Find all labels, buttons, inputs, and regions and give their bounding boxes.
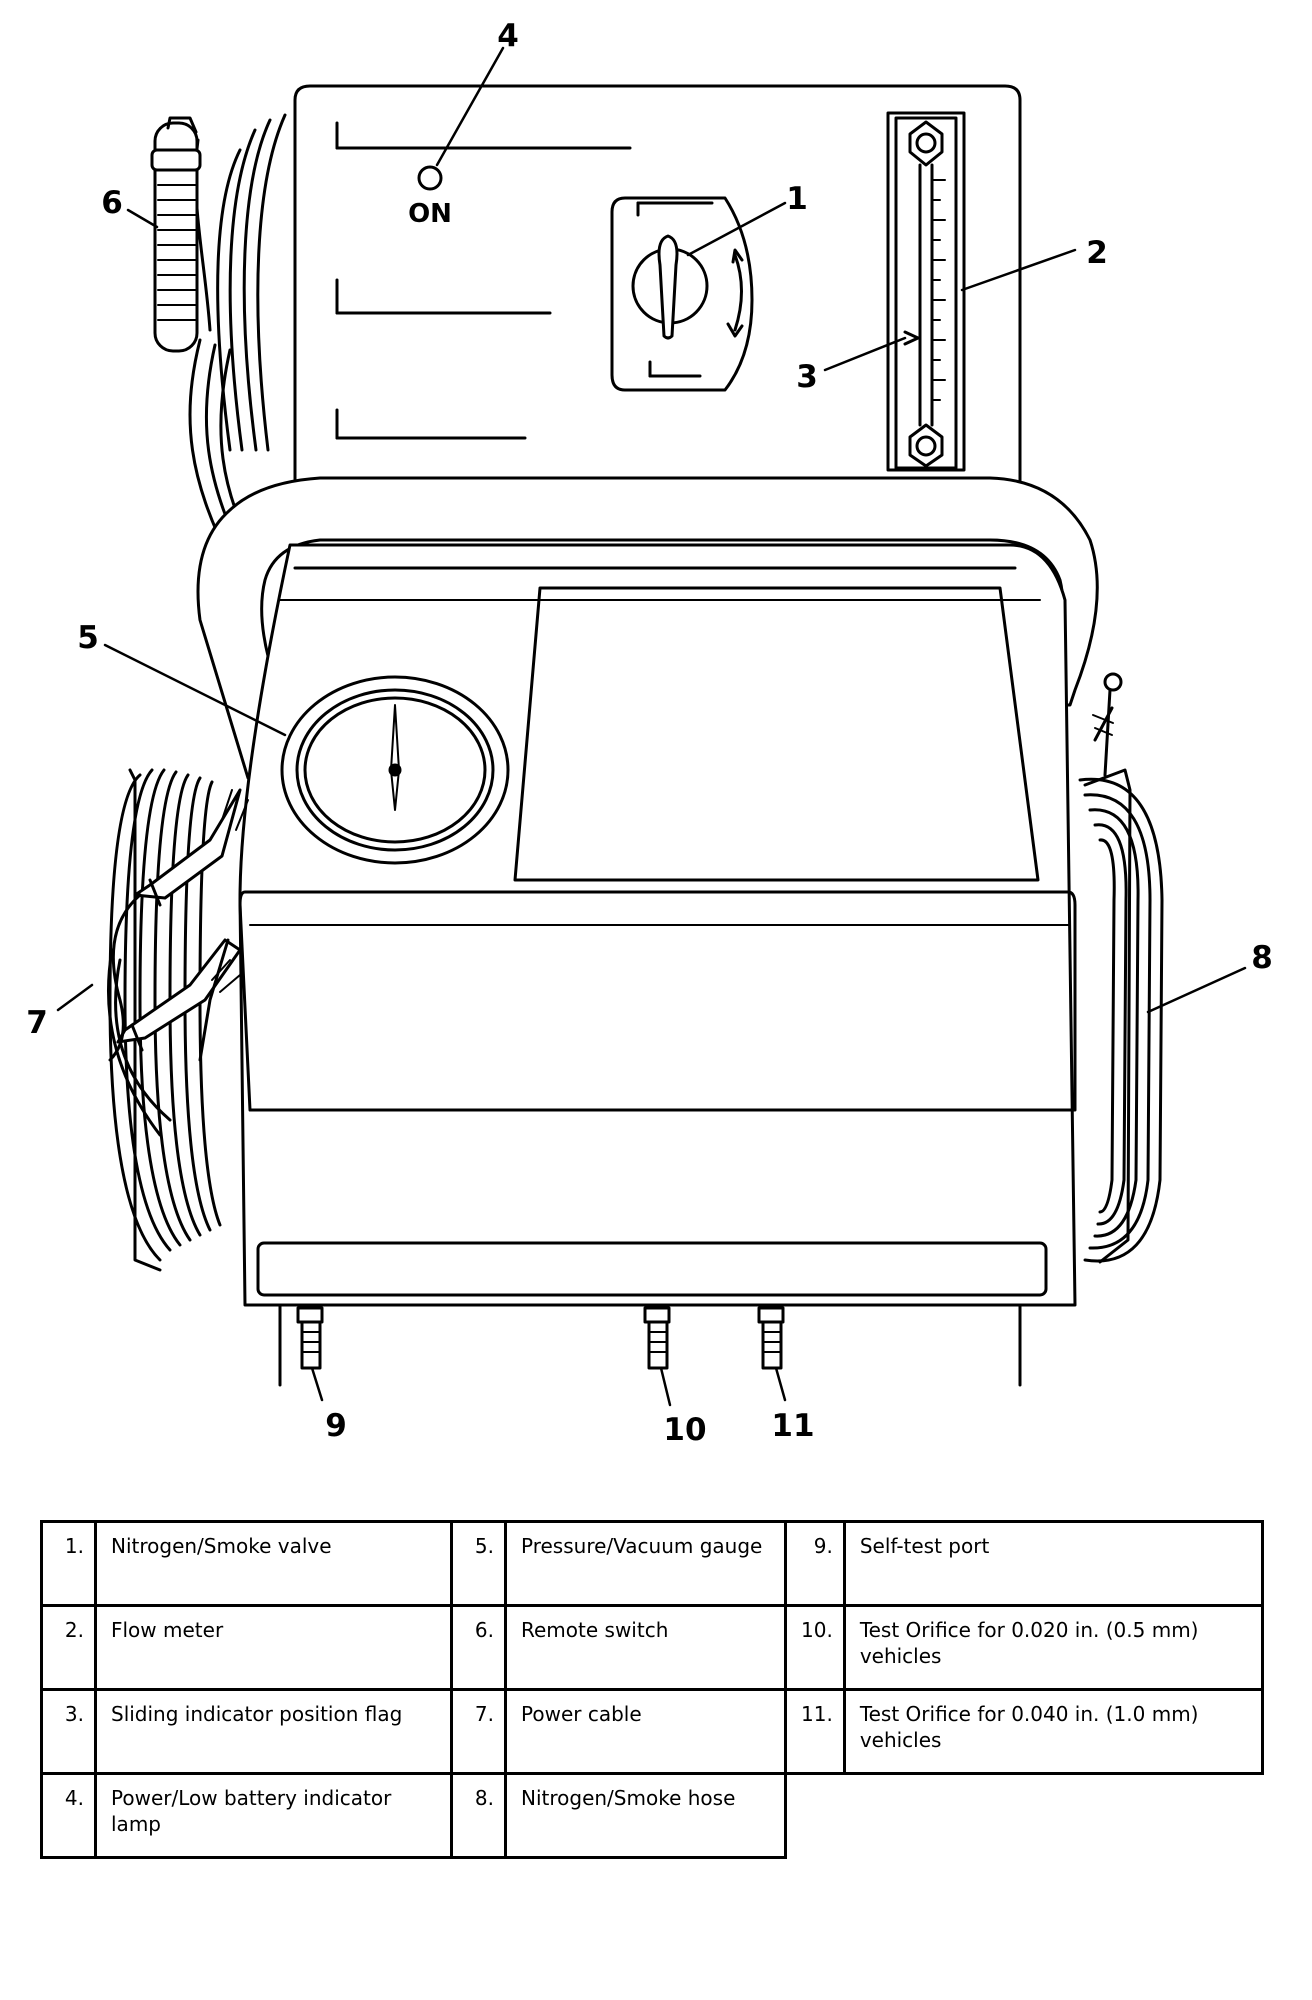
legend-number: 4. [40,1772,97,1859]
callout-6: 6 [101,185,123,221]
callout-8: 8 [1251,940,1273,976]
tester-body [238,543,1077,1387]
callout-10: 10 [663,1412,706,1448]
on-label: ON [408,199,452,229]
callout-7: 7 [26,1005,48,1041]
legend-table: 1. Nitrogen/Smoke valve 5. Pressure/Vacu… [40,1520,1264,1859]
leader-lines [56,46,1247,1407]
callout-11: 11 [771,1408,814,1444]
legend-label: Pressure/Vacuum gauge [504,1520,787,1607]
legend-label: Flow meter [94,1604,453,1691]
legend-row: 4. Power/Low battery indicator lamp 8. N… [40,1772,1263,1859]
legend-empty-cell [786,1774,845,1858]
legend-number: 6. [450,1604,507,1691]
legend-number: 2. [40,1604,97,1691]
callout-numbers: 4 1 2 3 5 6 7 8 9 10 11 [26,18,1273,1448]
indicator-lamp [417,165,443,191]
legend-number: 8. [450,1772,507,1859]
legend-number: 10. [784,1604,846,1691]
power-cable-reel [106,768,222,1272]
legend-row: 1. Nitrogen/Smoke valve 5. Pressure/Vacu… [40,1520,1264,1607]
remote-switch [150,116,202,353]
smoke-tester-diagram: ON 4 1 2 3 5 6 7 8 9 10 11 [26,18,1273,1448]
legend-number: 1. [40,1520,97,1607]
legend-label: Test Orifice for 0.040 in. (1.0 mm) vehi… [842,1688,1264,1775]
sliding-indicator-flag [903,330,920,346]
carry-handle [196,476,1099,780]
legend-number: 11. [784,1688,846,1775]
nitrogen-smoke-hose [1078,672,1164,1264]
legend-label: Self-test port [842,1520,1264,1607]
remote-switch-cable [188,113,287,562]
legend-row: 3. Sliding indicator position flag 7. Po… [40,1688,1264,1775]
flow-meter [886,111,966,472]
callout-4: 4 [497,18,519,54]
callout-2: 2 [1086,235,1108,271]
callout-9: 9 [325,1408,347,1444]
test-orifice-020 [643,1306,671,1370]
legend-number: 5. [450,1520,507,1607]
callout-1: 1 [786,181,808,217]
power-cable [108,788,249,1062]
legend-number: 9. [784,1520,846,1607]
legend-number: 7. [450,1688,507,1775]
legend-label: Nitrogen/Smoke valve [94,1520,453,1607]
callout-5: 5 [77,620,99,656]
callout-3: 3 [796,359,818,395]
test-orifice-040 [757,1306,785,1370]
legend-number: 3. [40,1688,97,1775]
legend-label: Power cable [504,1688,787,1775]
self-test-port [296,1306,324,1370]
legend-label: Power/Low battery indicator lamp [94,1772,453,1859]
nitrogen-smoke-valve [610,196,754,392]
legend-empty-cell [844,1774,1262,1858]
legend-label: Sliding indicator position flag [94,1688,453,1775]
legend-label: Remote switch [504,1604,787,1691]
legend-label: Nitrogen/Smoke hose [504,1772,787,1859]
legend-label: Test Orifice for 0.020 in. (0.5 mm) vehi… [842,1604,1264,1691]
pressure-vacuum-gauge [280,675,510,865]
legend-row: 2. Flow meter 6. Remote switch 10. Test … [40,1604,1264,1691]
